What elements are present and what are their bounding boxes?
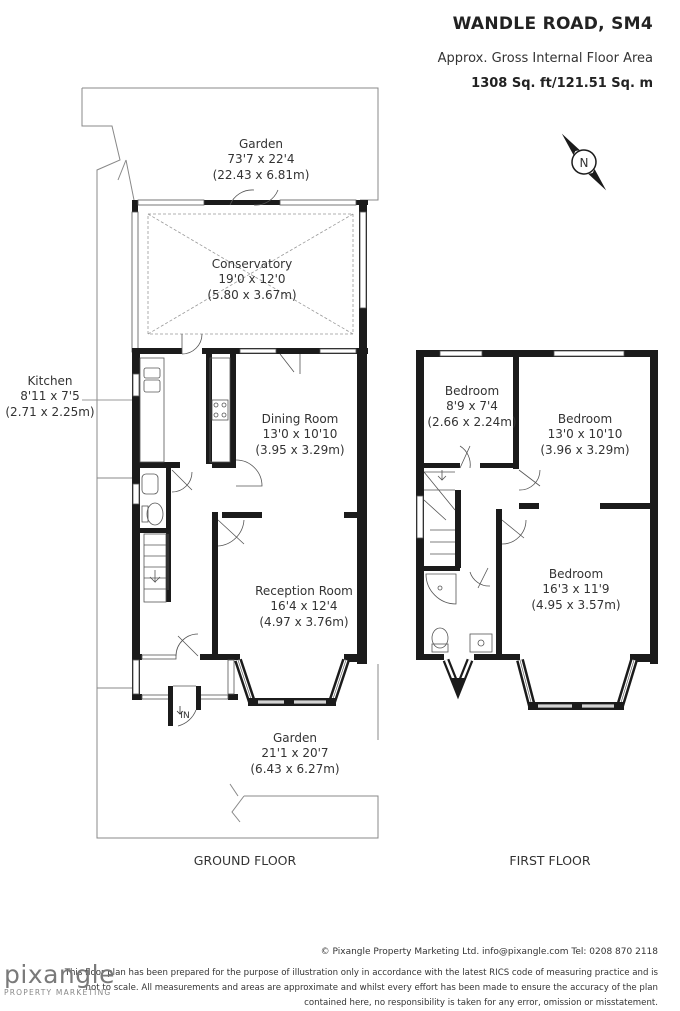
room-label-reception: Reception Room 16'4 x 12'4 (4.97 x 3.76m… xyxy=(255,584,353,629)
bed1-name: Bedroom xyxy=(445,384,499,398)
conservatory-doors xyxy=(229,189,279,206)
first-floor-label: FIRST FLOOR xyxy=(509,853,590,868)
first-floor-windows xyxy=(416,350,625,539)
conservatory-imperial: 19'0 x 12'0 xyxy=(218,272,285,286)
garden-front-name: Garden xyxy=(273,731,317,745)
first-floor-stairs xyxy=(423,470,456,555)
kitchen-imperial: 8'11 x 7'5 xyxy=(20,389,80,403)
footer-credit: © Pixangle Property Marketing Ltd. info@… xyxy=(320,947,658,957)
dining-imperial: 13'0 x 10'10 xyxy=(263,427,338,441)
kitchen-name: Kitchen xyxy=(27,374,72,388)
area-subtitle: Approx. Gross Internal Floor Area xyxy=(437,51,653,66)
conservatory-name: Conservatory xyxy=(212,257,292,271)
ground-floor-windows xyxy=(132,348,357,700)
entrance-arrow-icon xyxy=(176,706,184,715)
compass-label: N xyxy=(580,156,589,170)
ground-stairs xyxy=(143,533,167,603)
garden-front-imperial: 21'1 x 20'7 xyxy=(261,746,328,760)
garden-rear-imperial: 73'7 x 22'4 xyxy=(227,152,294,166)
rear-garden-outline xyxy=(81,87,379,398)
disclaimer-line-2: not to scale. All measurements and areas… xyxy=(85,983,658,993)
bed2-metric: (3.96 x 3.29m) xyxy=(540,443,629,457)
reception-imperial: 16'4 x 12'4 xyxy=(270,599,337,613)
bed1-imperial: 8'9 x 7'4 xyxy=(446,399,498,413)
disclaimer-line-1: This floor plan has been prepared for th… xyxy=(64,968,658,978)
entrance-label: IN xyxy=(180,711,189,721)
front-garden-outline xyxy=(96,398,379,839)
first-floor-doors xyxy=(459,445,541,589)
logo-tagline: PROPERTY MARKETING xyxy=(4,988,112,997)
ground-floor-walls xyxy=(132,348,368,700)
pixangle-logo: pixangle PROPERTY MARKETING xyxy=(4,960,115,998)
ground-floor-doors xyxy=(167,333,301,657)
bed1-metric: (2.66 x 2.24m) xyxy=(427,415,516,429)
ground-floor-label: GROUND FLOOR xyxy=(194,853,297,868)
room-label-conservatory: Conservatory 19'0 x 12'0 (5.80 x 3.67m) xyxy=(207,257,296,302)
garden-rear-name: Garden xyxy=(239,137,283,151)
entrance-porch xyxy=(168,685,201,727)
logo-wordmark: pixangle xyxy=(4,960,115,989)
kitchen-metric: (2.71 x 2.25m) xyxy=(5,405,94,419)
bed3-imperial: 16'3 x 11'9 xyxy=(542,582,609,596)
bathroom-fittings xyxy=(425,573,493,653)
room-label-garden-front: Garden 21'1 x 20'7 (6.43 x 6.27m) xyxy=(250,731,339,776)
reception-metric: (4.97 x 3.76m) xyxy=(259,615,348,629)
reception-bay-window xyxy=(234,658,350,706)
reception-name: Reception Room xyxy=(255,584,353,598)
room-label-kitchen: Kitchen 8'11 x 7'5 (2.71 x 2.25m) xyxy=(5,374,94,419)
room-label-dining: Dining Room 13'0 x 10'10 (3.95 x 3.29m) xyxy=(255,412,344,457)
bed2-imperial: 13'0 x 10'10 xyxy=(548,427,623,441)
bed3-name: Bedroom xyxy=(549,567,603,581)
garden-front-metric: (6.43 x 6.27m) xyxy=(250,762,339,776)
room-label-garden-rear: Garden 73'7 x 22'4 (22.43 x 6.81m) xyxy=(213,137,310,182)
floor-area: 1308 Sq. ft/121.51 Sq. m xyxy=(471,76,653,91)
conservatory-metric: (5.80 x 3.67m) xyxy=(207,288,296,302)
disclaimer-line-3: contained here, no responsibility is tak… xyxy=(304,998,658,1008)
dining-name: Dining Room xyxy=(262,412,339,426)
dining-metric: (3.95 x 3.29m) xyxy=(255,443,344,457)
bed3-metric: (4.95 x 3.57m) xyxy=(531,598,620,612)
bathroom-bay xyxy=(442,658,474,700)
conservatory-roof-lines xyxy=(147,213,354,335)
bedroom-bay-window xyxy=(516,658,638,710)
north-arrow-icon xyxy=(561,133,607,191)
property-title: WANDLE ROAD, SM4 xyxy=(452,14,653,34)
room-label-bed3: Bedroom 16'3 x 11'9 (4.95 x 3.57m) xyxy=(531,567,620,612)
ground-wc xyxy=(141,473,164,526)
bed2-name: Bedroom xyxy=(558,412,612,426)
kitchen-fittings xyxy=(139,357,231,463)
room-label-bed1: Bedroom 8'9 x 7'4 (2.66 x 2.24m) xyxy=(427,384,516,429)
room-label-bed2: Bedroom 13'0 x 10'10 (3.96 x 3.29m) xyxy=(540,412,629,457)
garden-rear-metric: (22.43 x 6.81m) xyxy=(213,168,310,182)
